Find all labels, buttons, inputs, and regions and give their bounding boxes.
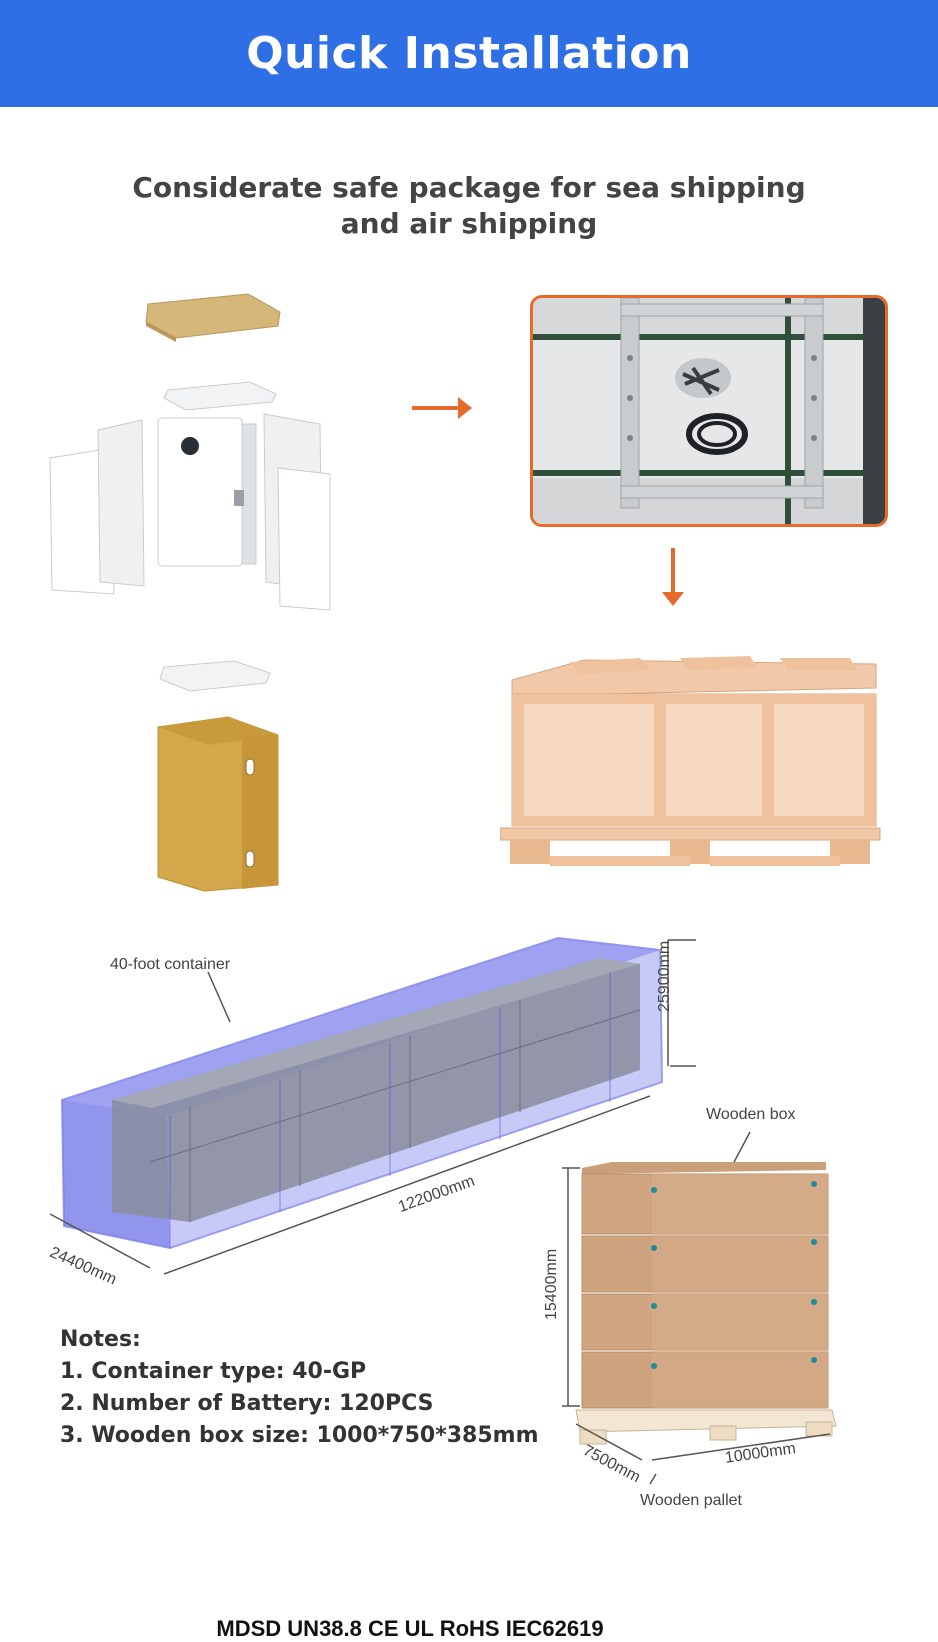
- mounting-bracket-illustration: [533, 298, 885, 524]
- wooden-box-height-dimension: 15400mm: [543, 1248, 560, 1320]
- arrow-right-icon: [412, 397, 472, 419]
- note-item-2: 2. Number of Battery: 120PCS: [60, 1391, 434, 1416]
- notes-heading: Notes:: [60, 1327, 141, 1352]
- shipping-container-diagram: [49, 936, 696, 1275]
- mounting-bracket-photo: [530, 295, 888, 527]
- wooden-box-label: Wooden box: [706, 1106, 796, 1123]
- exploded-foam-package-illustration: [49, 293, 331, 611]
- section-subtitle: Considerate safe package for sea shippin…: [100, 170, 838, 242]
- note-item-1: 1. Container type: 40-GP: [60, 1359, 367, 1384]
- container-height-dimension: 25900mm: [656, 940, 673, 1012]
- header-banner: [0, 0, 938, 107]
- subtitle-line-2: and air shipping: [340, 207, 598, 240]
- subtitle-line-1: Considerate safe package for sea shippin…: [132, 171, 806, 204]
- certifications-text: MDSD UN38.8 CE UL RoHS IEC62619: [216, 1616, 604, 1641]
- wooden-crate-illustration: [500, 656, 881, 866]
- arrow-down-icon: [662, 548, 684, 606]
- container-label: 40-foot container: [110, 956, 231, 973]
- page-title: Quick Installation: [246, 28, 692, 79]
- note-item-3: 3. Wooden box size: 1000*750*385mm: [60, 1423, 539, 1448]
- cardboard-box-illustration: [157, 660, 279, 892]
- stacked-wooden-boxes-diagram: [562, 1131, 837, 1485]
- wooden-pallet-label: Wooden pallet: [640, 1492, 742, 1509]
